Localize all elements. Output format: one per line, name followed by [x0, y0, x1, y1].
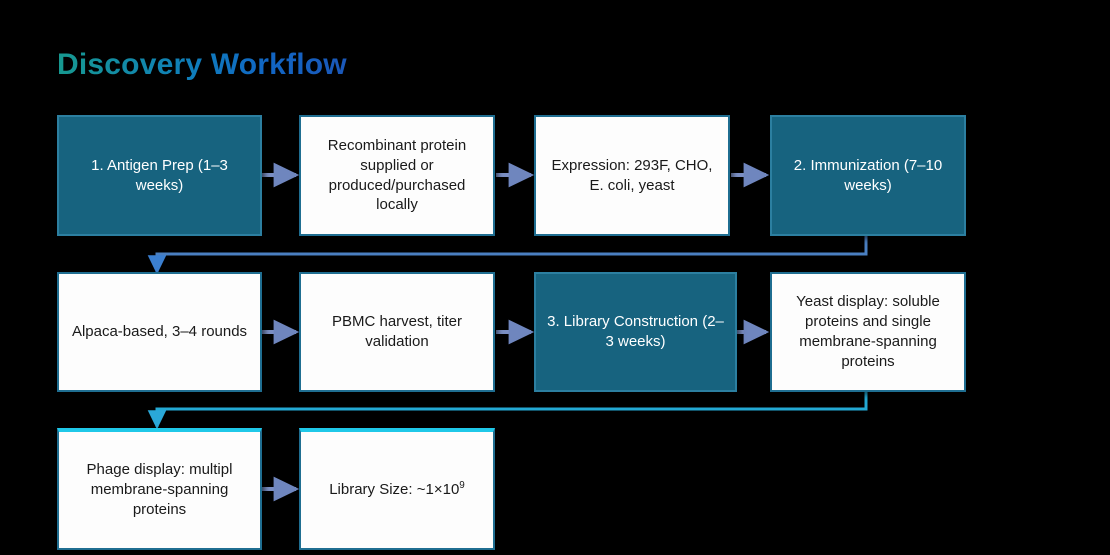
node-library-size[interactable]: Library Size: ~1×109	[299, 428, 495, 550]
node-expression-systems[interactable]: Expression: 293F, CHO, E. coli, yeast	[534, 115, 730, 236]
node-phage-display[interactable]: Phage display: multipl membrane-spanning…	[57, 428, 262, 550]
page-title: Discovery Workflow	[57, 48, 347, 81]
node-yeast-display[interactable]: Yeast display: soluble proteins and sing…	[770, 272, 966, 392]
node-recombinant-protein[interactable]: Recombinant protein supplied or produced…	[299, 115, 495, 236]
node-label: PBMC harvest, titer validation	[331, 313, 463, 350]
connector-immunization-to-alpaca	[147, 236, 868, 275]
node-pbmc-harvest[interactable]: PBMC harvest, titer validation	[299, 272, 495, 392]
node-label: 3. Library Construction (2–3 weeks)	[547, 313, 724, 350]
node-alpaca-rounds[interactable]: Alpaca-based, 3–4 rounds	[57, 272, 262, 392]
node-label: Yeast display: soluble proteins and sing…	[796, 293, 940, 370]
node-label: Expression: 293F, CHO, E. coli, yeast	[551, 156, 713, 194]
node-label: Alpaca-based, 3–4 rounds	[71, 323, 248, 341]
node-label: 2. Immunization (7–10 weeks)	[793, 156, 943, 194]
node-immunization[interactable]: 2. Immunization (7–10 weeks)	[770, 115, 966, 236]
node-library-construction[interactable]: 3. Library Construction (2–3 weeks)	[534, 272, 737, 392]
connector-yeast-to-phage	[147, 390, 868, 430]
node-label: 1. Antigen Prep (1–3 weeks)	[91, 156, 228, 194]
node-antigen-prep[interactable]: 1. Antigen Prep (1–3 weeks)	[57, 115, 262, 236]
node-label: Library Size: ~1×109	[329, 480, 465, 499]
node-label: Phage display: multipl membrane-spanning…	[86, 461, 233, 518]
node-label: Recombinant protein supplied or produced…	[327, 136, 467, 214]
